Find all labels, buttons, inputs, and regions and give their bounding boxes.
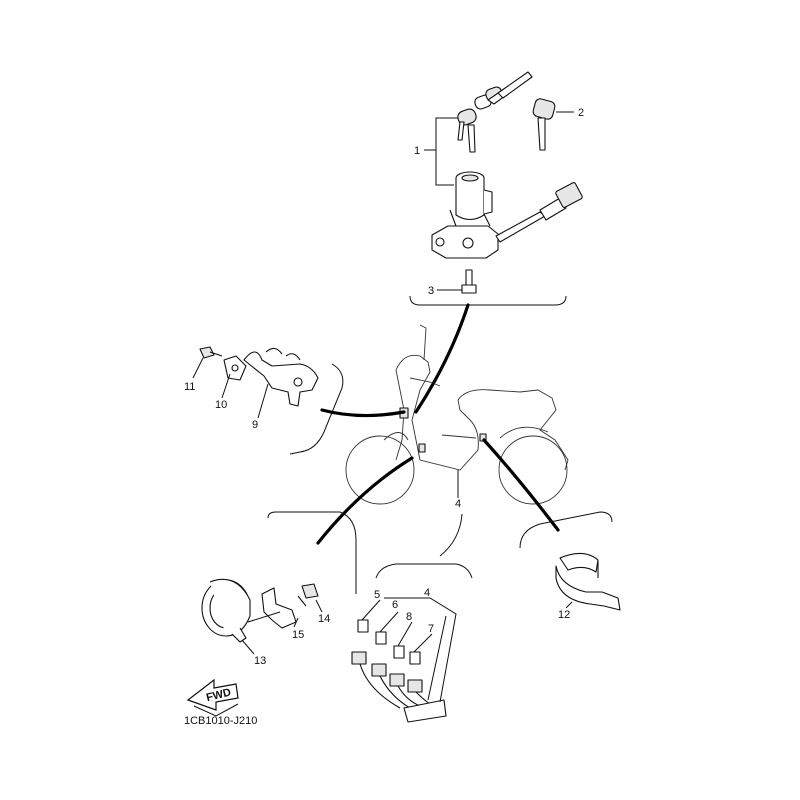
callout-11: 11 [184, 381, 195, 393]
fwd-label: FWD [205, 686, 232, 704]
callout-2: 2 [578, 107, 584, 119]
callout-1: 1 [414, 145, 420, 157]
callout-8: 8 [406, 611, 412, 623]
bracket-icon [243, 347, 319, 407]
callout-6: 6 [392, 599, 398, 611]
forward-arrow-icon: FWD [186, 678, 239, 717]
callout-13: 13 [254, 655, 266, 667]
horn-assembly: 13 15 14 [201, 578, 330, 667]
connector-harness-icon [351, 651, 447, 723]
leader-lines [316, 303, 560, 545]
fuse-icon [357, 619, 421, 665]
horn-bolt-icon [297, 583, 319, 607]
callout-12: 12 [558, 609, 570, 621]
region-bracket-horn [267, 511, 357, 594]
spare-key-icon [532, 98, 556, 151]
diagram-code: 1CB1010-J210 [184, 715, 257, 727]
region-bracket-fuse [375, 563, 473, 579]
horn-bracket-icon [261, 587, 297, 629]
callout-9: 9 [252, 419, 258, 431]
callout-10: 10 [215, 399, 227, 411]
clamp-assembly: 12 [555, 552, 621, 621]
callout-14: 14 [318, 613, 330, 625]
callout-5: 5 [374, 589, 380, 601]
callout-4-harness: 4 [424, 587, 430, 599]
region-bracket-clamp [519, 511, 613, 549]
main-switch-icon [431, 171, 583, 294]
clamp-icon [555, 552, 621, 611]
bracket-assembly: 11 10 9 [184, 346, 344, 455]
clip-icon [223, 355, 247, 381]
key-set-icon [457, 71, 533, 153]
callout-7: 7 [428, 623, 434, 635]
scooter-outline [345, 324, 569, 505]
bolt-icon [199, 346, 223, 359]
horn-icon [201, 578, 251, 643]
callout-15: 15 [292, 629, 304, 641]
callout-4-main: 4 [455, 498, 461, 510]
callout-3: 3 [428, 285, 434, 297]
fuse-harness-assembly: 5 6 4 8 7 [351, 587, 457, 723]
main-switch-assembly: 1 2 3 [409, 71, 584, 306]
